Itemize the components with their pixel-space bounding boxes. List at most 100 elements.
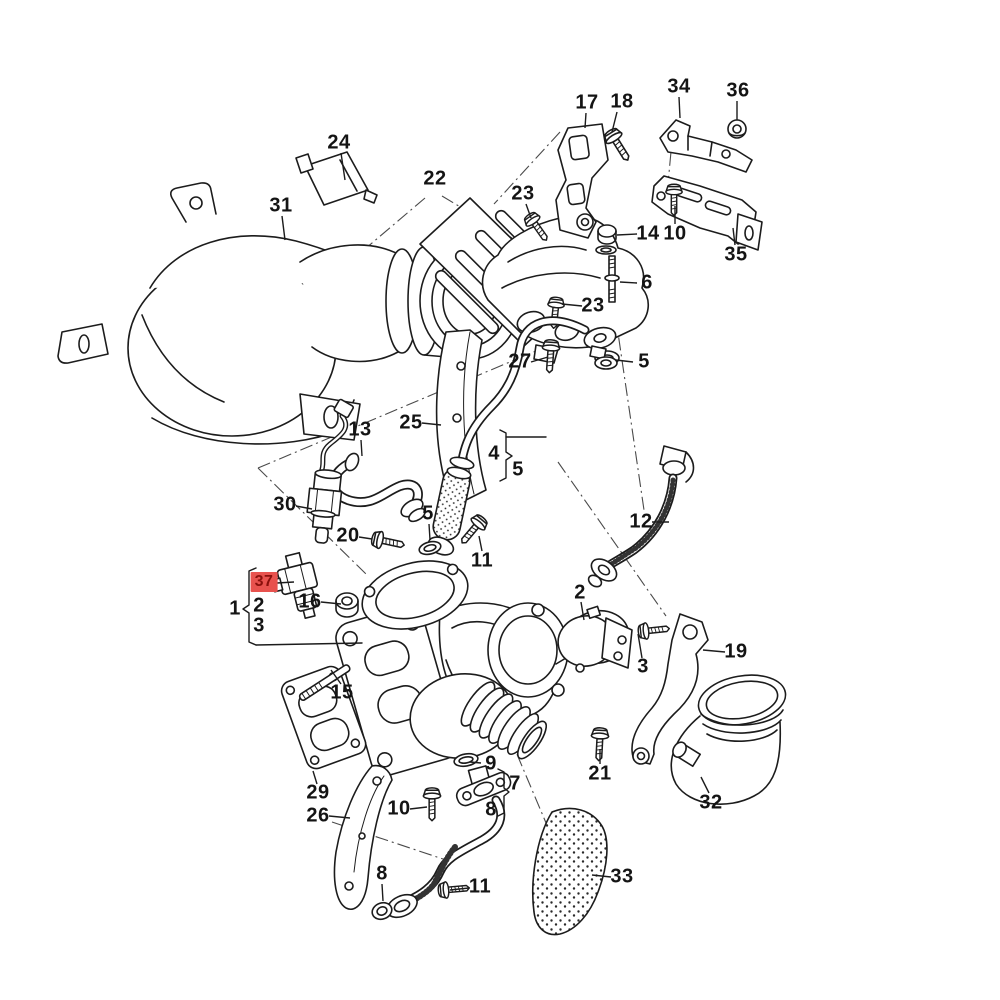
callout-17: 17 — [575, 91, 599, 114]
leader-line — [469, 761, 482, 764]
leader-line — [281, 215, 286, 241]
callout-31: 31 — [269, 194, 293, 217]
part-15-stud — [298, 664, 351, 701]
leader-line — [358, 536, 373, 540]
brace-group-4-5 — [499, 429, 547, 482]
part-30-oxygen-sensor — [306, 398, 354, 544]
callout-29: 29 — [306, 781, 330, 804]
callout-15: 15 — [330, 681, 354, 704]
leader-line — [616, 233, 638, 236]
callout-30: 30 — [273, 493, 297, 516]
leader-line — [328, 815, 351, 819]
part-6-stud — [604, 255, 620, 303]
leader-line — [449, 887, 470, 891]
leader-line — [580, 601, 585, 621]
part-12-oil-hose — [587, 445, 695, 588]
part-1-turbocharger — [335, 560, 569, 777]
callout-7: 7 — [509, 772, 521, 795]
part-17-bracket — [555, 123, 609, 239]
callout-20: 20 — [336, 524, 360, 547]
callout-21: 21 — [588, 762, 612, 785]
leader-line — [611, 111, 618, 133]
callout-27: 27 — [508, 350, 532, 373]
part-14-nut — [595, 224, 617, 255]
leader-line — [637, 633, 643, 659]
callout-33: 33 — [610, 865, 634, 888]
callout-11: 11 — [468, 875, 492, 898]
callout-4: 4 — [488, 442, 500, 465]
leader-line — [320, 601, 342, 605]
callout-10: 10 — [663, 222, 687, 245]
callout-11: 11 — [470, 549, 494, 572]
phantom-line — [493, 131, 561, 205]
leader-line — [561, 303, 583, 307]
part-26-heat-shield — [333, 764, 393, 910]
part-34-bracket — [659, 119, 753, 173]
callout-9: 9 — [485, 752, 497, 775]
brace-group-1 — [242, 567, 363, 646]
part-2-actuator — [555, 605, 633, 673]
phantom-line — [257, 467, 367, 575]
leader-line — [276, 581, 295, 584]
callout-12: 12 — [629, 510, 653, 533]
callout-37-highlighted: 37 — [250, 572, 278, 592]
part-4-oil-supply-line — [427, 316, 618, 556]
callout-10: 10 — [387, 797, 411, 820]
leader-line — [340, 152, 346, 181]
callout-8: 8 — [376, 862, 388, 885]
callout-36: 36 — [726, 79, 750, 102]
leader-line — [421, 422, 442, 426]
callout-5: 5 — [512, 458, 524, 481]
callout-32: 32 — [699, 791, 723, 814]
leader-line — [615, 359, 634, 363]
leader-line — [312, 770, 318, 785]
callout-26: 26 — [306, 804, 330, 827]
leader-line — [678, 96, 681, 119]
callout-34: 34 — [667, 75, 691, 98]
leader-line — [381, 883, 384, 902]
callout-14: 14 — [636, 222, 660, 245]
callout-1: 1 — [229, 597, 241, 620]
leader-line — [330, 669, 342, 685]
callout-19: 19 — [724, 640, 748, 663]
phantom-line — [257, 347, 544, 469]
leader-line — [478, 535, 483, 552]
phantom-line — [611, 291, 645, 511]
callout-25: 25 — [399, 411, 423, 434]
callout-16: 16 — [298, 590, 322, 613]
callout-5: 5 — [638, 350, 650, 373]
callout-8: 8 — [485, 798, 497, 821]
phantom-line — [331, 821, 447, 861]
callout-18: 18 — [610, 90, 634, 113]
leader-line — [409, 806, 428, 810]
callout-22: 22 — [423, 167, 447, 190]
brace-group-7-8 — [497, 768, 510, 817]
callout-13: 13 — [348, 418, 372, 441]
callout-6: 6 — [641, 271, 653, 294]
leader-line — [525, 203, 532, 219]
callout-23: 23 — [511, 182, 535, 205]
leader-line — [295, 505, 313, 510]
leader-line — [702, 649, 726, 653]
callout-3: 3 — [253, 614, 265, 637]
part-16-nut — [335, 592, 359, 618]
part-32-air-elbow — [670, 674, 787, 805]
callout-35: 35 — [724, 243, 748, 266]
callout-23: 23 — [581, 294, 605, 317]
leader-line — [530, 356, 549, 363]
part-24-sealing-paste-tube — [295, 151, 378, 206]
leader-line — [619, 281, 638, 284]
callout-2: 2 — [253, 594, 265, 617]
callout-5: 5 — [422, 502, 434, 525]
callout-2: 2 — [574, 581, 586, 604]
phantom-line — [557, 461, 667, 617]
leader-line — [584, 112, 587, 129]
leader-line-layer — [276, 96, 738, 902]
callout-24: 24 — [327, 131, 351, 154]
part-7-oil-return-pipe — [371, 752, 512, 921]
leader-line — [428, 523, 431, 541]
leader-line — [591, 874, 612, 878]
